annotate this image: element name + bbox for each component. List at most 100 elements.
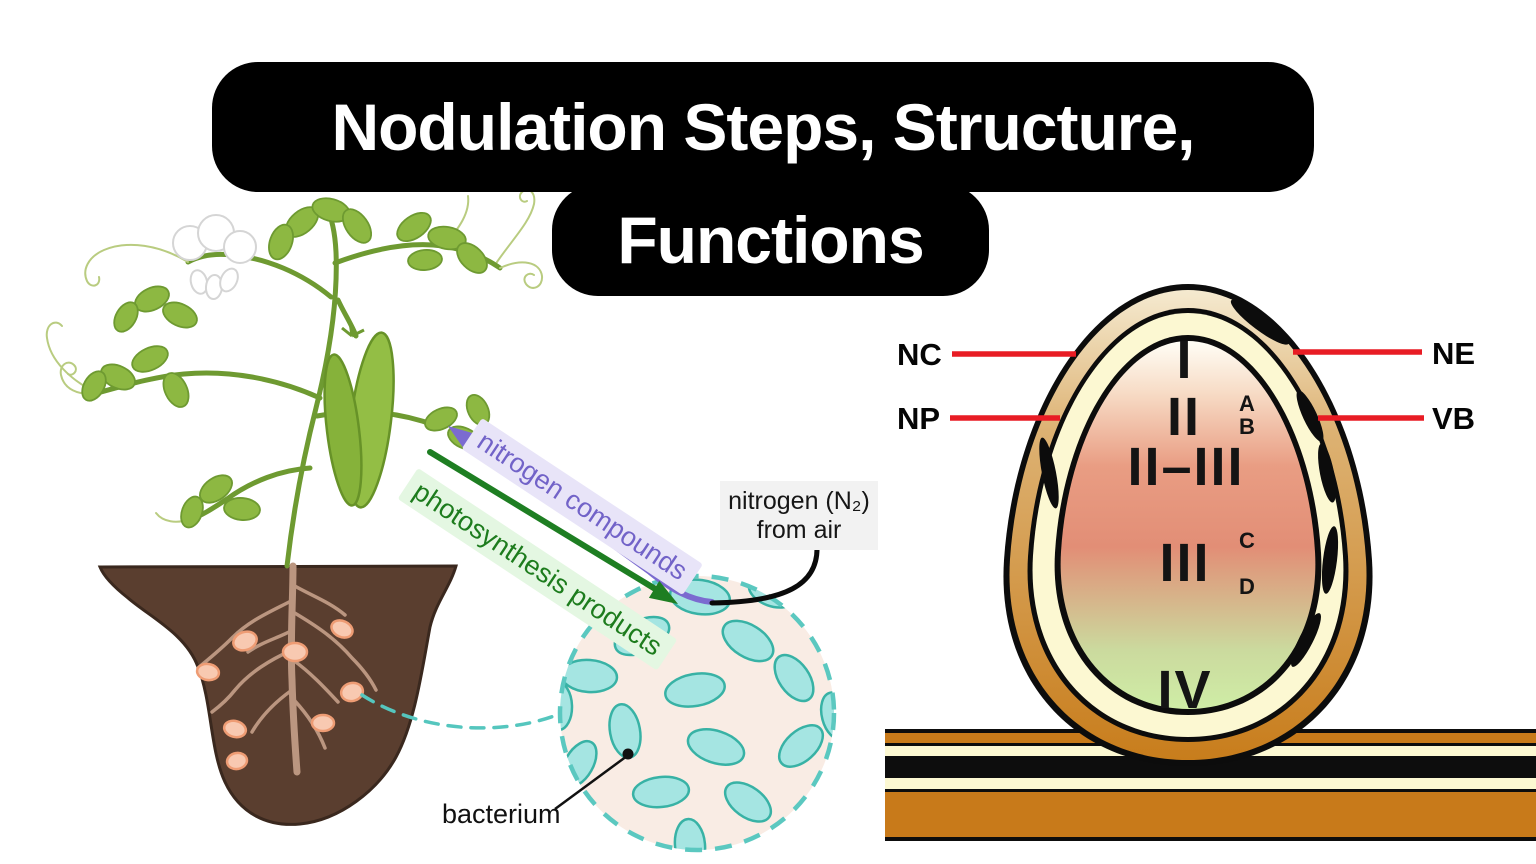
leaf xyxy=(180,495,204,529)
root xyxy=(291,583,347,617)
root-nodule xyxy=(232,630,258,652)
pea-flowers xyxy=(172,214,257,300)
soil-mound xyxy=(97,564,458,826)
root-nodule xyxy=(281,641,309,663)
tendril xyxy=(84,243,189,287)
pointer-line xyxy=(554,754,628,811)
photosynthesis-products-arrow xyxy=(427,449,678,604)
page-title: Nodulation Steps, Structure, xyxy=(331,90,1195,164)
layer-pointer-lines xyxy=(950,349,1424,421)
root-system xyxy=(196,562,378,776)
root xyxy=(291,610,378,692)
leaf xyxy=(100,363,136,391)
bacterium-label: bacterium xyxy=(442,799,561,829)
arrowhead xyxy=(648,580,678,604)
zone-ii-iii-label: II–III xyxy=(1127,437,1245,497)
vascular-bundle xyxy=(1230,299,1290,345)
root-band xyxy=(885,778,1536,789)
title-banner-line2: Functions xyxy=(552,184,989,296)
root-nodule xyxy=(330,619,354,639)
zone-letter-a: A xyxy=(1239,391,1255,416)
root xyxy=(250,688,294,734)
vascular-bundle xyxy=(1291,613,1321,667)
bacterium-cell xyxy=(777,724,825,768)
leaf xyxy=(341,208,373,244)
zone-ii-label: II xyxy=(1166,387,1202,447)
leaf xyxy=(407,249,443,271)
tendril xyxy=(499,261,544,289)
page-title-continued: Functions xyxy=(617,203,924,277)
lateral-roots xyxy=(196,583,378,750)
bacterium-circle-border xyxy=(557,573,837,853)
zone-letter-d: D xyxy=(1239,574,1255,599)
bacterium-cell xyxy=(773,653,815,703)
vascular-bundles xyxy=(1039,299,1339,667)
plant-tendrils xyxy=(45,188,544,523)
zone-letter-c: C xyxy=(1239,528,1255,553)
zone-iv-label: IV xyxy=(1157,660,1213,720)
tendril xyxy=(496,188,536,263)
soil-and-roots xyxy=(97,562,458,826)
root xyxy=(291,658,340,704)
nitrogen-from-air-line2: from air xyxy=(756,515,842,544)
taproot xyxy=(287,562,301,776)
nitrogen-from-air-label: nitrogen (N₂) from air xyxy=(720,481,878,550)
bacterium-cell xyxy=(673,817,707,850)
tendril xyxy=(59,361,98,395)
root xyxy=(246,628,295,654)
root-nodule xyxy=(339,681,365,703)
flower-petal xyxy=(223,230,257,264)
zone-i-label: I xyxy=(1176,330,1194,390)
leaf xyxy=(131,345,169,373)
bacterium-cell xyxy=(723,781,773,823)
label-np: NP xyxy=(897,401,941,436)
pea-pods xyxy=(323,321,395,509)
nodule-zoom-connector xyxy=(360,693,556,730)
tendril xyxy=(45,321,98,394)
bacterium-pointer xyxy=(554,748,634,811)
label-ne: NE xyxy=(1432,336,1476,371)
root-band xyxy=(885,792,1536,837)
leaf xyxy=(223,497,261,521)
bacterium-cell xyxy=(560,680,574,732)
root-band xyxy=(885,789,1536,792)
bacterium-cell xyxy=(721,619,775,663)
pea-plant-illustration xyxy=(45,188,544,569)
pea-pod xyxy=(323,353,363,507)
arrowhead xyxy=(448,426,477,451)
bacterium-cell xyxy=(631,775,691,809)
n2-from-air-curve xyxy=(709,544,820,606)
leaf xyxy=(268,223,294,261)
leaf xyxy=(162,301,198,329)
vascular-bundle xyxy=(1318,443,1336,503)
root xyxy=(210,648,294,714)
leaf xyxy=(424,406,458,432)
vascular-bundle xyxy=(1039,437,1059,509)
label-nc: NC xyxy=(897,337,942,372)
leaf xyxy=(113,301,139,333)
nitrogen-from-air-line1: nitrogen (N₂) xyxy=(728,487,870,515)
zone-iii-label: III xyxy=(1159,533,1211,593)
pointer-dot xyxy=(622,748,634,760)
bacterium-cell xyxy=(819,691,834,741)
leaf xyxy=(396,211,432,243)
leaf xyxy=(162,372,190,408)
vascular-bundle xyxy=(1296,390,1324,442)
title-banner-line1: Nodulation Steps, Structure, xyxy=(212,62,1314,192)
pod-sepal xyxy=(341,321,365,338)
leaf xyxy=(427,225,467,251)
root-nodule xyxy=(310,713,336,733)
root-nodules xyxy=(195,619,365,771)
root-band xyxy=(885,756,1536,778)
flower-petal xyxy=(219,267,239,293)
root-band xyxy=(885,837,1536,841)
root xyxy=(196,598,295,670)
root-nodule xyxy=(222,719,248,739)
label-vb: VB xyxy=(1432,401,1476,436)
root-nodule xyxy=(225,751,249,771)
bacterium-cell xyxy=(664,672,726,708)
arrow-shaft xyxy=(427,449,660,593)
zone-letter-b: B xyxy=(1239,414,1255,439)
bacterium-cell xyxy=(686,728,746,766)
